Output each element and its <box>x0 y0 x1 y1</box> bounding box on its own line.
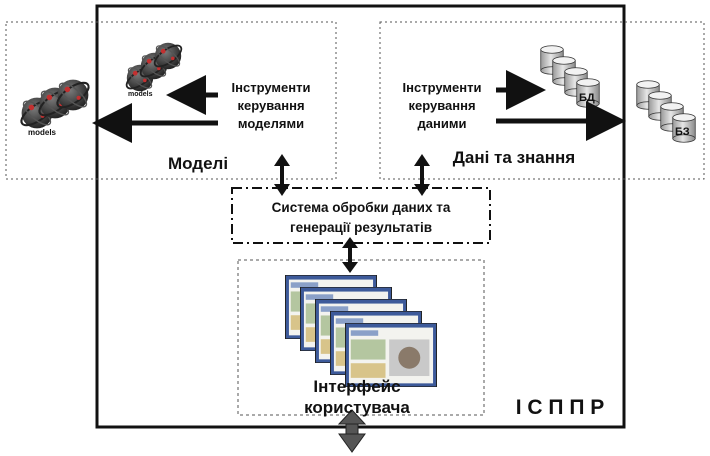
models-tools-line2: керування <box>237 98 304 113</box>
processing-line1: Система обробки даних та <box>272 200 451 215</box>
data-tools-line1: Інструменти <box>403 80 482 95</box>
models-tools-line1: Інструменти <box>232 80 311 95</box>
model-badge-internal: models <box>128 91 153 98</box>
data-tools-line3: даними <box>418 116 467 131</box>
processing-box <box>231 187 491 244</box>
data-tools-line2: керування <box>408 98 475 113</box>
models-title: Моделі <box>168 154 228 173</box>
external-data-region <box>379 21 705 180</box>
models-tools-line3: моделями <box>238 116 304 131</box>
processing-line2: генерації результатів <box>290 220 432 235</box>
interface-line1: Інтерфейс <box>313 377 400 396</box>
arrow-models-processing <box>274 154 290 196</box>
kb-label: БЗ <box>675 126 690 138</box>
interface-line2: користувача <box>304 398 410 417</box>
db-label: БД <box>579 92 595 104</box>
model-badge-external: models <box>28 128 57 137</box>
arrow-data-processing <box>414 154 430 196</box>
internal-model-icon <box>150 40 186 72</box>
data-title: Дані та знання <box>453 148 575 167</box>
arrow-processing-interface <box>342 237 358 273</box>
arrow-user-io <box>337 409 367 453</box>
interface-region <box>237 259 485 416</box>
ispr-frame <box>95 4 626 429</box>
external-model-icon <box>52 77 94 113</box>
external-models-region <box>5 21 337 180</box>
system-label: І С П П Р <box>516 396 605 419</box>
